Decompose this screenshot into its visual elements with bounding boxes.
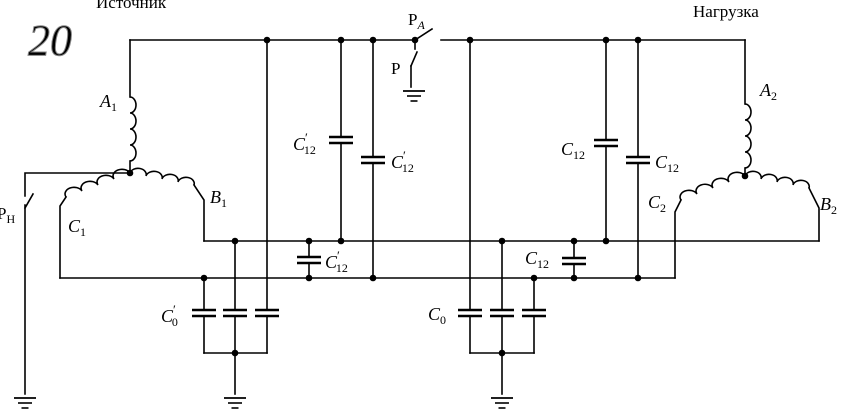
label-c2: C2: [648, 192, 666, 215]
load-winding-b2: [744, 170, 820, 242]
label-c12p-ac: C′12: [391, 148, 414, 175]
label-c12-ab: C12: [561, 139, 585, 162]
source-neutral-switch: [13, 172, 131, 409]
capacitor-c0p-group: [192, 39, 279, 409]
capacitor-c12-ab: [594, 39, 618, 242]
capacitor-c12p-ab: [329, 39, 353, 242]
label-pa: РA: [408, 10, 425, 32]
load-neutral-node: [741, 172, 749, 180]
label-ph: РН: [0, 204, 15, 226]
label-a2: A2: [759, 80, 777, 103]
junction-dots: [200, 36, 642, 282]
load-winding-c2: [674, 171, 746, 279]
label-c12p-ab: C′12: [293, 130, 316, 157]
label-p: Р: [391, 59, 400, 78]
capacitor-c12-bc: [562, 240, 586, 279]
label-c0p: C′0: [161, 302, 178, 329]
label-c12-bc: C12: [525, 248, 549, 271]
load-title: Нагрузка: [693, 2, 759, 21]
label-b2: B2: [820, 194, 837, 217]
label-c12-ac: C12: [655, 152, 679, 175]
load-winding-a2: [744, 39, 752, 177]
source-title: Источник: [96, 0, 167, 12]
handwritten-page-mark: 20: [28, 16, 72, 65]
source-winding-a1: [129, 39, 137, 174]
label-c0: C0: [428, 304, 446, 327]
capacitor-c0-group: [458, 39, 546, 409]
label-c1: C1: [68, 216, 86, 239]
label-a1: A1: [99, 91, 117, 114]
capacitor-c12p-ac: [361, 39, 385, 279]
capacitor-c12-ac: [626, 39, 650, 279]
label-b1: B1: [210, 187, 227, 210]
capacitor-c12p-bc: [297, 240, 321, 279]
label-c12p-bc: C′12: [325, 248, 348, 275]
source-winding-b1: [129, 167, 205, 242]
grounding-switch: [402, 39, 426, 102]
